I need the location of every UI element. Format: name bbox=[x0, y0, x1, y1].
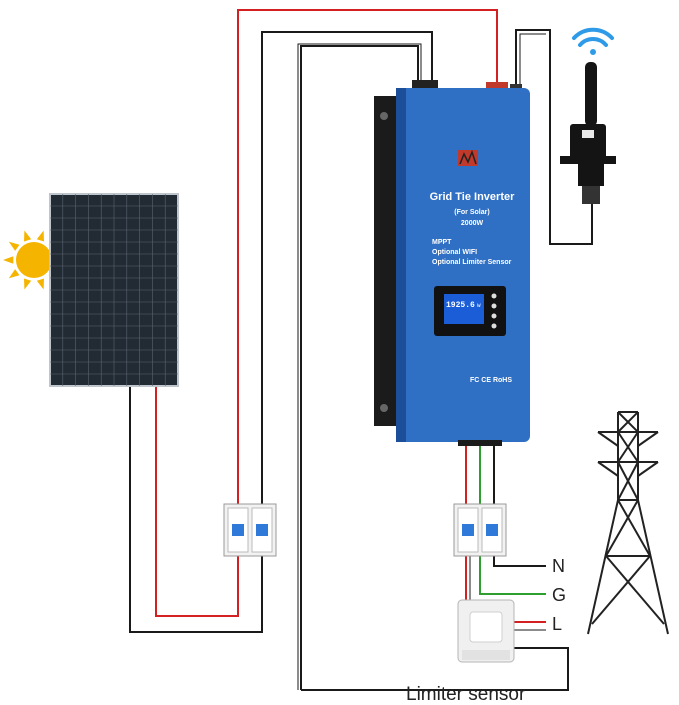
dc-black-wire bbox=[129, 31, 433, 633]
inverter-feature-wifi: Optional WIFI bbox=[432, 249, 477, 256]
sensor-black-wire bbox=[297, 43, 569, 691]
line-label: L bbox=[552, 614, 562, 634]
sun-ray bbox=[36, 278, 44, 290]
sun-ray bbox=[36, 230, 44, 242]
mounting-bracket bbox=[374, 96, 398, 426]
sun-ray bbox=[8, 269, 20, 279]
lcd-power-value: 1925.6 bbox=[446, 301, 475, 310]
sun-ray bbox=[8, 241, 20, 251]
inverter-subtitle: (For Solar) bbox=[454, 209, 489, 216]
wifi-cable bbox=[515, 29, 593, 245]
neutral-label: N bbox=[552, 556, 565, 576]
sun-ray bbox=[24, 278, 32, 290]
ground-label: G bbox=[552, 585, 566, 605]
lcd-button-up[interactable] bbox=[491, 293, 497, 299]
sun-ray bbox=[3, 256, 14, 264]
dc-circuit-breaker-icon bbox=[223, 503, 277, 557]
inverter-feature-mppt: MPPT bbox=[432, 239, 452, 246]
sun-ray bbox=[24, 230, 32, 242]
inverter-body bbox=[396, 88, 530, 442]
solar-panel-icon bbox=[49, 193, 179, 387]
certification-marks: FC CE RoHS bbox=[470, 377, 512, 384]
inverter-title: Grid Tie Inverter bbox=[430, 191, 515, 203]
current-sensor-icon bbox=[457, 599, 515, 663]
inverter: Grid Tie Inverter (For Solar) 2000W MPPT… bbox=[374, 80, 530, 446]
lcd-button-enter[interactable] bbox=[491, 313, 497, 319]
lcd-button-esc[interactable] bbox=[491, 323, 497, 329]
limiter-sensor-label: Limiter sensor bbox=[406, 684, 526, 705]
transmission-tower-icon bbox=[587, 411, 669, 635]
dc-red-wire bbox=[155, 9, 498, 617]
brand-logo-icon bbox=[458, 149, 478, 166]
ac-circuit-breaker-icon bbox=[453, 503, 507, 557]
wifi-icon bbox=[572, 27, 614, 55]
wifi-dongle-icon bbox=[560, 62, 616, 204]
inverter-feature-limiter: Optional Limiter Sensor bbox=[432, 259, 512, 266]
lcd-button-down[interactable] bbox=[491, 303, 497, 309]
lcd-display: 1925.6 w bbox=[434, 286, 506, 336]
inverter-power: 2000W bbox=[461, 220, 484, 227]
lcd-power-unit: w bbox=[477, 302, 481, 309]
